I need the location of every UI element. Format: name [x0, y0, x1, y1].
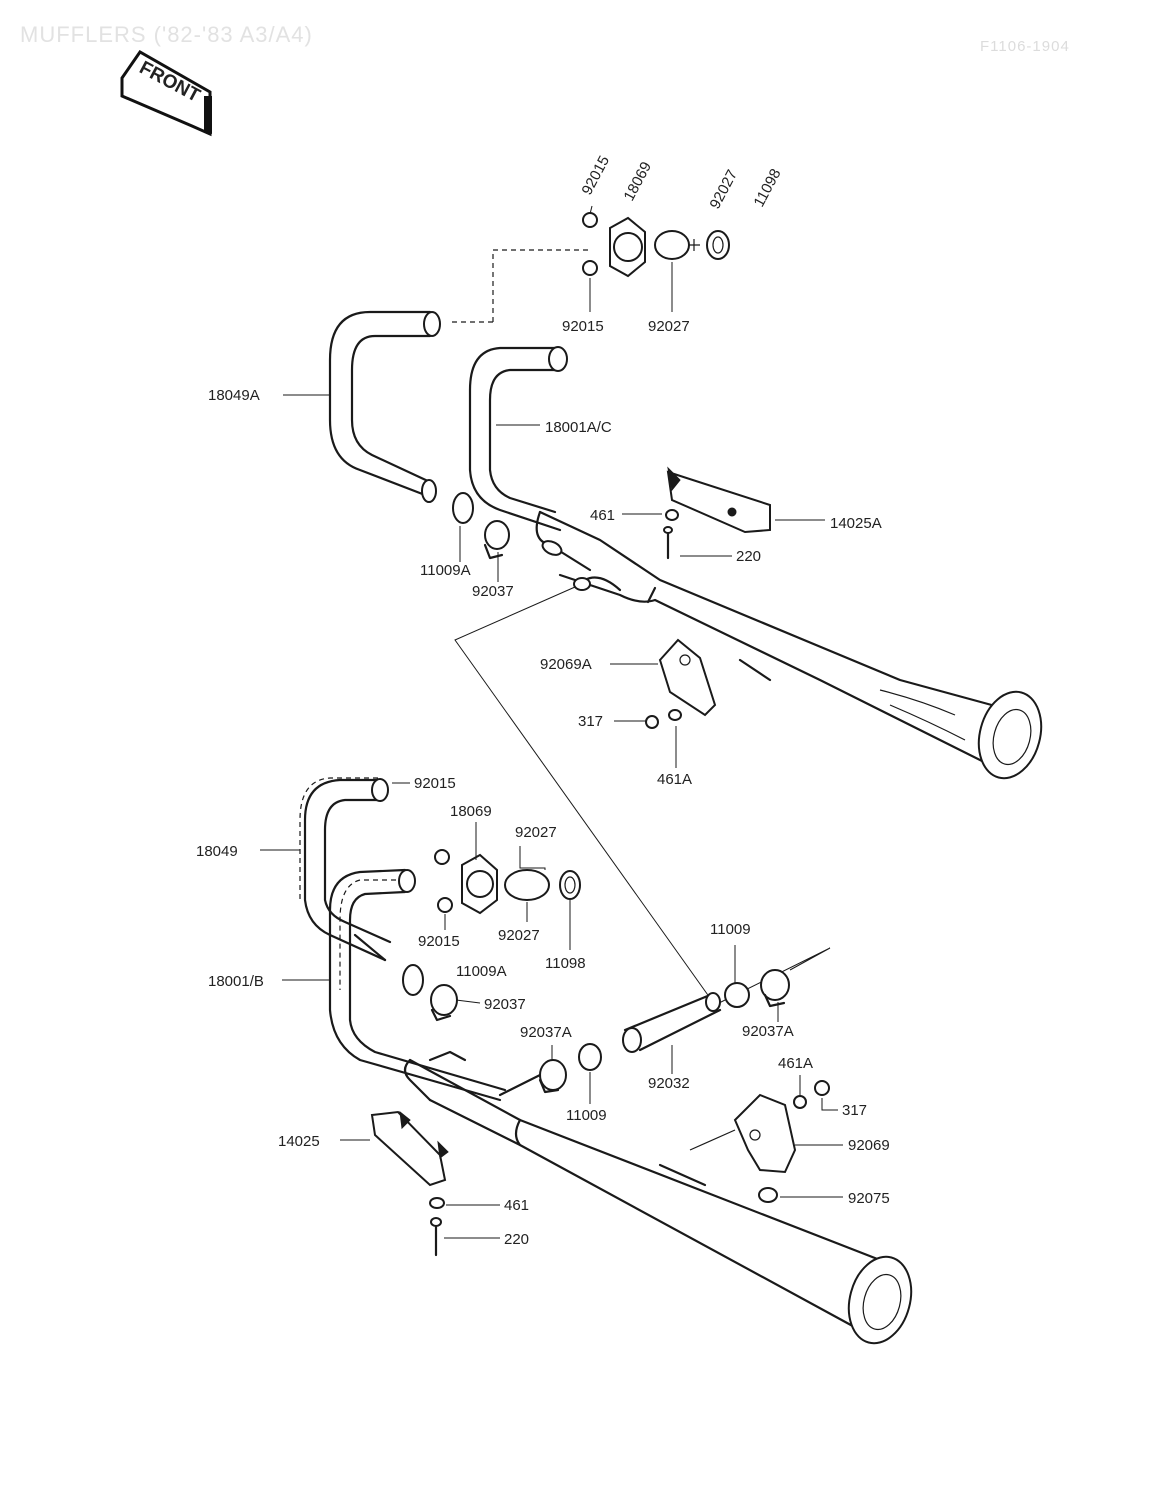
label-220-lower: 220	[504, 1231, 529, 1248]
label-11009-left: 11009	[566, 1107, 607, 1124]
label-461a-lower: 461A	[778, 1055, 813, 1072]
label-18049: 18049	[196, 843, 238, 860]
bracket-14025	[370, 1110, 449, 1257]
label-92015-bot: 92015	[562, 318, 604, 335]
label-461-upper: 461	[590, 507, 615, 524]
label-11009-right: 11009	[710, 921, 751, 938]
upper-labels: 92015 18069 92027 11098 92015 92027 1804…	[208, 153, 882, 788]
label-92015-a: 92015	[414, 775, 456, 792]
label-14025a: 14025A	[830, 515, 882, 532]
label-92069: 92069	[848, 1137, 890, 1154]
bracket-14025a	[663, 466, 771, 560]
diagram-code: F1106-1904	[980, 38, 1070, 55]
exhaust-pipe-18049a	[328, 310, 441, 503]
label-92015-top: 92015	[579, 153, 614, 198]
label-14025: 14025	[278, 1133, 320, 1150]
label-92069a: 92069A	[540, 656, 592, 673]
diagram-title: MUFFLERS ('82-'83 A3/A4)	[20, 22, 313, 47]
clamp-lower-left	[353, 933, 458, 1022]
gasket-group-upper	[582, 212, 730, 278]
clamp-upper	[452, 492, 510, 560]
mount-plate-92069a	[645, 638, 772, 729]
label-18069-top: 18069	[621, 159, 656, 204]
connector-pipe-92032	[498, 969, 790, 1097]
label-461a-upper: 461A	[657, 771, 692, 788]
front-arrow-icon: FRONT	[120, 50, 212, 137]
label-92027-a: 92027	[515, 824, 557, 841]
label-92037-lower: 92037	[484, 996, 526, 1013]
label-92032: 92032	[648, 1075, 690, 1092]
label-92037-upper: 92037	[472, 583, 514, 600]
label-11098-top: 11098	[751, 166, 785, 210]
label-11098: 11098	[545, 955, 586, 972]
label-461-lower: 461	[504, 1197, 529, 1214]
lower-assembly	[299, 777, 913, 1345]
label-11009a-upper: 11009A	[420, 562, 471, 579]
label-18049a: 18049A	[208, 387, 260, 404]
exhaust-pipe-18001ac	[468, 346, 568, 532]
label-92075: 92075	[848, 1190, 890, 1207]
label-18001b: 18001/B	[208, 973, 264, 990]
muffler-lower	[403, 1050, 913, 1345]
label-18001ac: 18001A/C	[545, 419, 612, 436]
mount-plate-92069	[689, 1080, 830, 1203]
label-92027-top: 92027	[707, 167, 742, 212]
exhaust-pipe-18049	[303, 778, 392, 962]
upper-assembly	[328, 212, 1043, 1006]
gasket-group-lower	[434, 849, 581, 915]
label-92027-b: 92027	[498, 927, 540, 944]
label-18069: 18069	[450, 803, 492, 820]
label-11009a-lower: 11009A	[456, 963, 507, 980]
label-92037a-left: 92037A	[520, 1024, 572, 1041]
label-92027-bot: 92027	[648, 318, 690, 335]
label-92037a-right: 92037A	[742, 1023, 794, 1040]
label-92015-b: 92015	[418, 933, 460, 950]
exhaust-pipe-18001b	[328, 868, 507, 1102]
label-317-upper: 317	[578, 713, 603, 730]
lower-labels: 92015 18069 92027 18049 92015 92027 1109…	[196, 775, 890, 1248]
label-220-upper: 220	[736, 548, 761, 565]
label-317-lower: 317	[842, 1102, 867, 1119]
muffler-upper	[535, 510, 1043, 780]
